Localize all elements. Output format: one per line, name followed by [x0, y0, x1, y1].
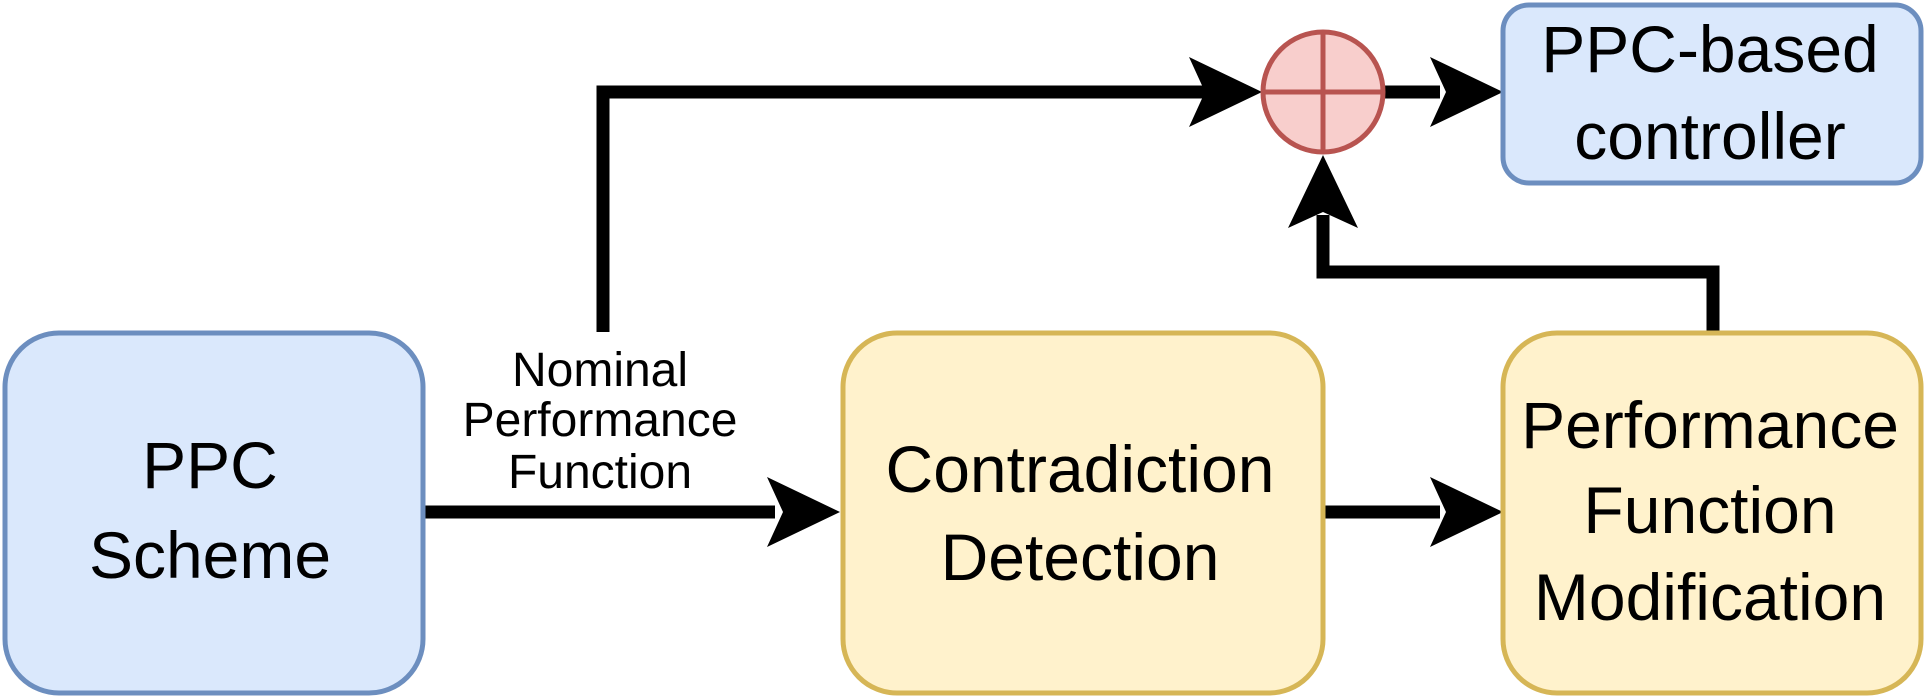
modification-label-line2: Function	[1583, 473, 1836, 547]
ppc-scheme-label-line1: PPC	[142, 428, 278, 502]
contradiction-detection-label-line2: Detection	[941, 520, 1220, 594]
nominal-label-line3: Function	[508, 446, 692, 499]
modification-label-line3: Modification	[1534, 560, 1886, 634]
performance-function-modification-block[interactable]: Performance Function Modification	[1500, 330, 1924, 696]
arrowhead-to-sum-bottom	[1288, 155, 1358, 228]
arrowhead-to-controller	[1430, 57, 1503, 127]
ppc-based-controller-block[interactable]: PPC-based controller	[1500, 2, 1924, 186]
contradiction-detection-block[interactable]: Contradiction Detection	[840, 330, 1326, 696]
nominal-performance-function-label: Nominal Performance Function	[463, 344, 738, 499]
modification-label-line1: Performance	[1521, 388, 1899, 462]
nominal-label-line2: Performance	[463, 394, 738, 447]
arrowhead-to-modification	[1430, 477, 1503, 547]
arrowhead-to-contradiction	[767, 477, 840, 547]
summing-junction[interactable]	[1260, 29, 1386, 155]
controller-label-line2: controller	[1574, 99, 1845, 173]
nominal-label-line1: Nominal	[512, 344, 688, 397]
contradiction-detection-label-line1: Contradiction	[886, 432, 1275, 506]
arrow-modification-to-sum	[1316, 215, 1720, 332]
controller-label-line1: PPC-based	[1541, 12, 1879, 86]
ppc-scheme-label-line2: Scheme	[89, 518, 331, 592]
arrowhead-to-sum-left	[1189, 57, 1262, 127]
connectors	[423, 85, 1720, 519]
arrow-nominal-to-sum	[596, 85, 1205, 332]
arrowheads	[767, 57, 1503, 547]
ppc-scheme-block[interactable]: PPC Scheme	[2, 330, 426, 696]
